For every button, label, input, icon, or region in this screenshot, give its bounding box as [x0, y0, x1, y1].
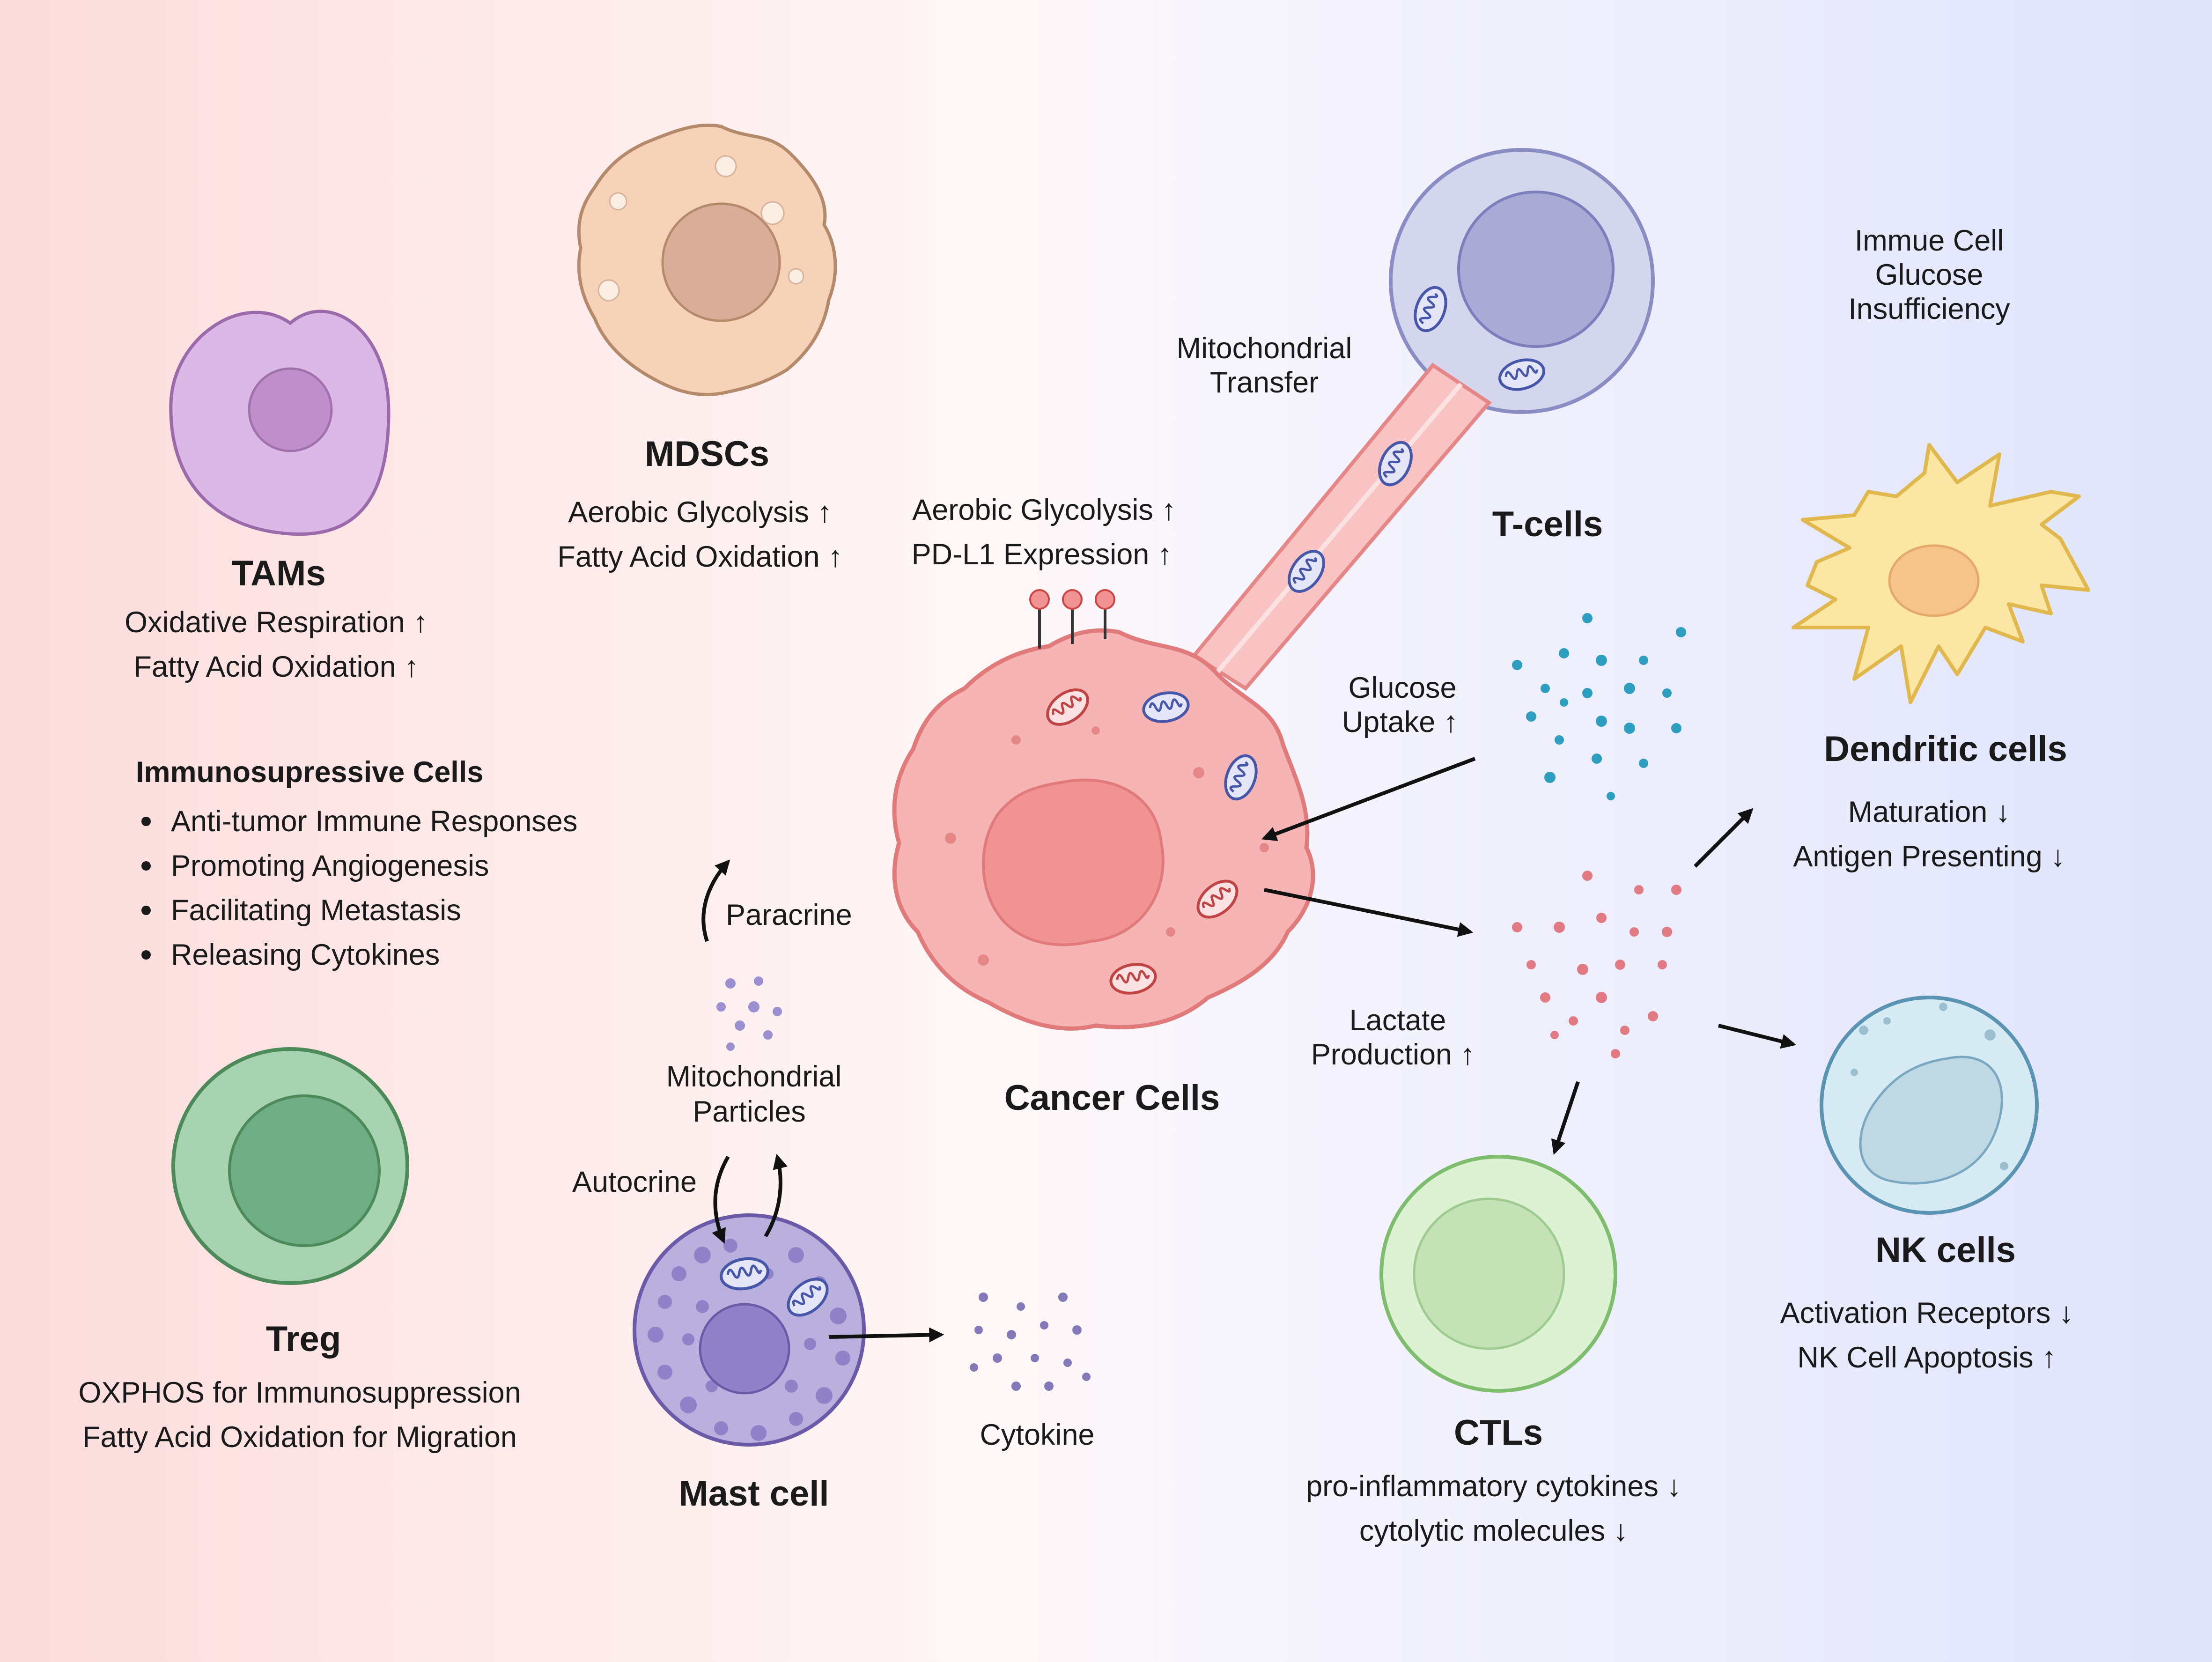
t-cell-icon [1389, 148, 1655, 414]
tam-cell-icon [169, 310, 391, 536]
autocrine-down-arrow [712, 1155, 730, 1244]
immunosuppressive-item-2: Promoting Angiogenesis [171, 849, 489, 882]
ctl-cell-icon [1379, 1155, 1617, 1393]
cancer-cell-icon [892, 628, 1315, 1031]
glucose-particles [1512, 613, 1686, 800]
glucose-insufficiency-line3: Insufficiency [1848, 293, 2010, 325]
treg-line2: Fatty Acid Oxidation for Migration [82, 1421, 517, 1454]
immunosuppressive-item-4: Releasing Cytokines [171, 938, 440, 971]
tams-line2: Fatty Acid Oxidation ↑ [133, 650, 419, 683]
glucose-uptake-arrow [1261, 757, 1476, 841]
to-nk-arrow [1718, 1024, 1797, 1049]
dendritic-line1: Maturation ↓ [1848, 796, 2011, 828]
cancer-line2: PD-L1 Expression ↑ [912, 538, 1172, 571]
to-ctl-arrow [1551, 1081, 1580, 1155]
mast-cell-icon [633, 1213, 866, 1447]
autocrine-up-arrow [764, 1153, 788, 1238]
bullet-dot [141, 861, 151, 871]
mdscs-title: MDSCs [645, 434, 769, 474]
ctls-line1: pro-inflammatory cytokines ↓ [1306, 1470, 1681, 1503]
to-dendritic-arrow [1694, 808, 1754, 868]
treg-cell-icon [171, 1047, 409, 1285]
nk-title: NK cells [1875, 1230, 2016, 1270]
bullet-dot [141, 817, 151, 826]
mdscs-line2: Fatty Acid Oxidation ↑ [557, 540, 842, 573]
nk-cell-icon [1820, 996, 2039, 1215]
mast-to-cytokine-arrow [828, 1327, 944, 1343]
lactate-particles [1512, 871, 1681, 1058]
dendritic-line2: Antigen Presenting ↓ [1793, 840, 2065, 873]
paracrine-arrow [701, 859, 730, 942]
mdscs-line1: Aerobic Glycolysis ↑ [568, 496, 832, 529]
cytokine-particles [970, 1293, 1091, 1391]
mitochondrial-transfer-tunnel [1191, 362, 1492, 691]
ctls-title: CTLs [1454, 1413, 1543, 1453]
tams-title: TAMs [231, 554, 325, 593]
labels: TAMs Oxidative Respiration ↑ Fatty Acid … [78, 224, 2073, 1547]
ctls-line2: cytolytic molecules ↓ [1359, 1514, 1628, 1547]
arrows [701, 757, 1797, 1343]
autocrine-label: Autocrine [572, 1166, 697, 1198]
mdsc-cell-icon [577, 123, 837, 397]
mito-particles-line2: Particles [693, 1095, 806, 1128]
cancer-title: Cancer Cells [1004, 1078, 1220, 1118]
glucose-uptake-line1: Glucose [1348, 672, 1456, 704]
mito-particles-line1: Mitochondrial [666, 1060, 842, 1093]
glucose-insufficiency-line1: Immue Cell [1855, 224, 2004, 257]
cancer-line1: Aerobic Glycolysis ↑ [912, 494, 1176, 526]
mito-transfer-line2: Transfer [1210, 366, 1319, 399]
nk-line1: Activation Receptors ↓ [1780, 1297, 2074, 1330]
pd-l1-receptors [1029, 589, 1115, 649]
tams-line1: Oxidative Respiration ↑ [125, 606, 428, 639]
nk-line2: NK Cell Apoptosis ↑ [1797, 1341, 2056, 1374]
bullet-dot [141, 950, 151, 960]
paracrine-label: Paracrine [726, 899, 852, 931]
lactate-line2: Production ↑ [1311, 1038, 1475, 1071]
glucose-uptake-line2: Uptake ↑ [1342, 706, 1459, 739]
mitochondrial-particles-dots [716, 976, 782, 1051]
mito-transfer-line1: Mitochondrial [1177, 332, 1352, 365]
treg-title: Treg [266, 1319, 341, 1359]
treg-line1: OXPHOS for Immunosuppression [78, 1376, 521, 1409]
tcells-title: T-cells [1492, 504, 1603, 544]
immunosuppressive-item-1: Anti-tumor Immune Responses [171, 805, 577, 838]
immunosuppressive-title: Immunosupressive Cells [136, 756, 483, 789]
dendritic-cell-icon [1792, 443, 2090, 704]
mast-title: Mast cell [678, 1474, 829, 1514]
bullet-dot [141, 906, 151, 915]
cytokine-label: Cytokine [980, 1418, 1094, 1451]
immunosuppressive-item-3: Facilitating Metastasis [171, 894, 461, 927]
glucose-insufficiency-line2: Glucose [1875, 259, 1983, 291]
lactate-line1: Lactate [1349, 1004, 1446, 1037]
dendritic-title: Dendritic cells [1824, 729, 2067, 769]
lactate-production-arrow [1264, 888, 1474, 937]
